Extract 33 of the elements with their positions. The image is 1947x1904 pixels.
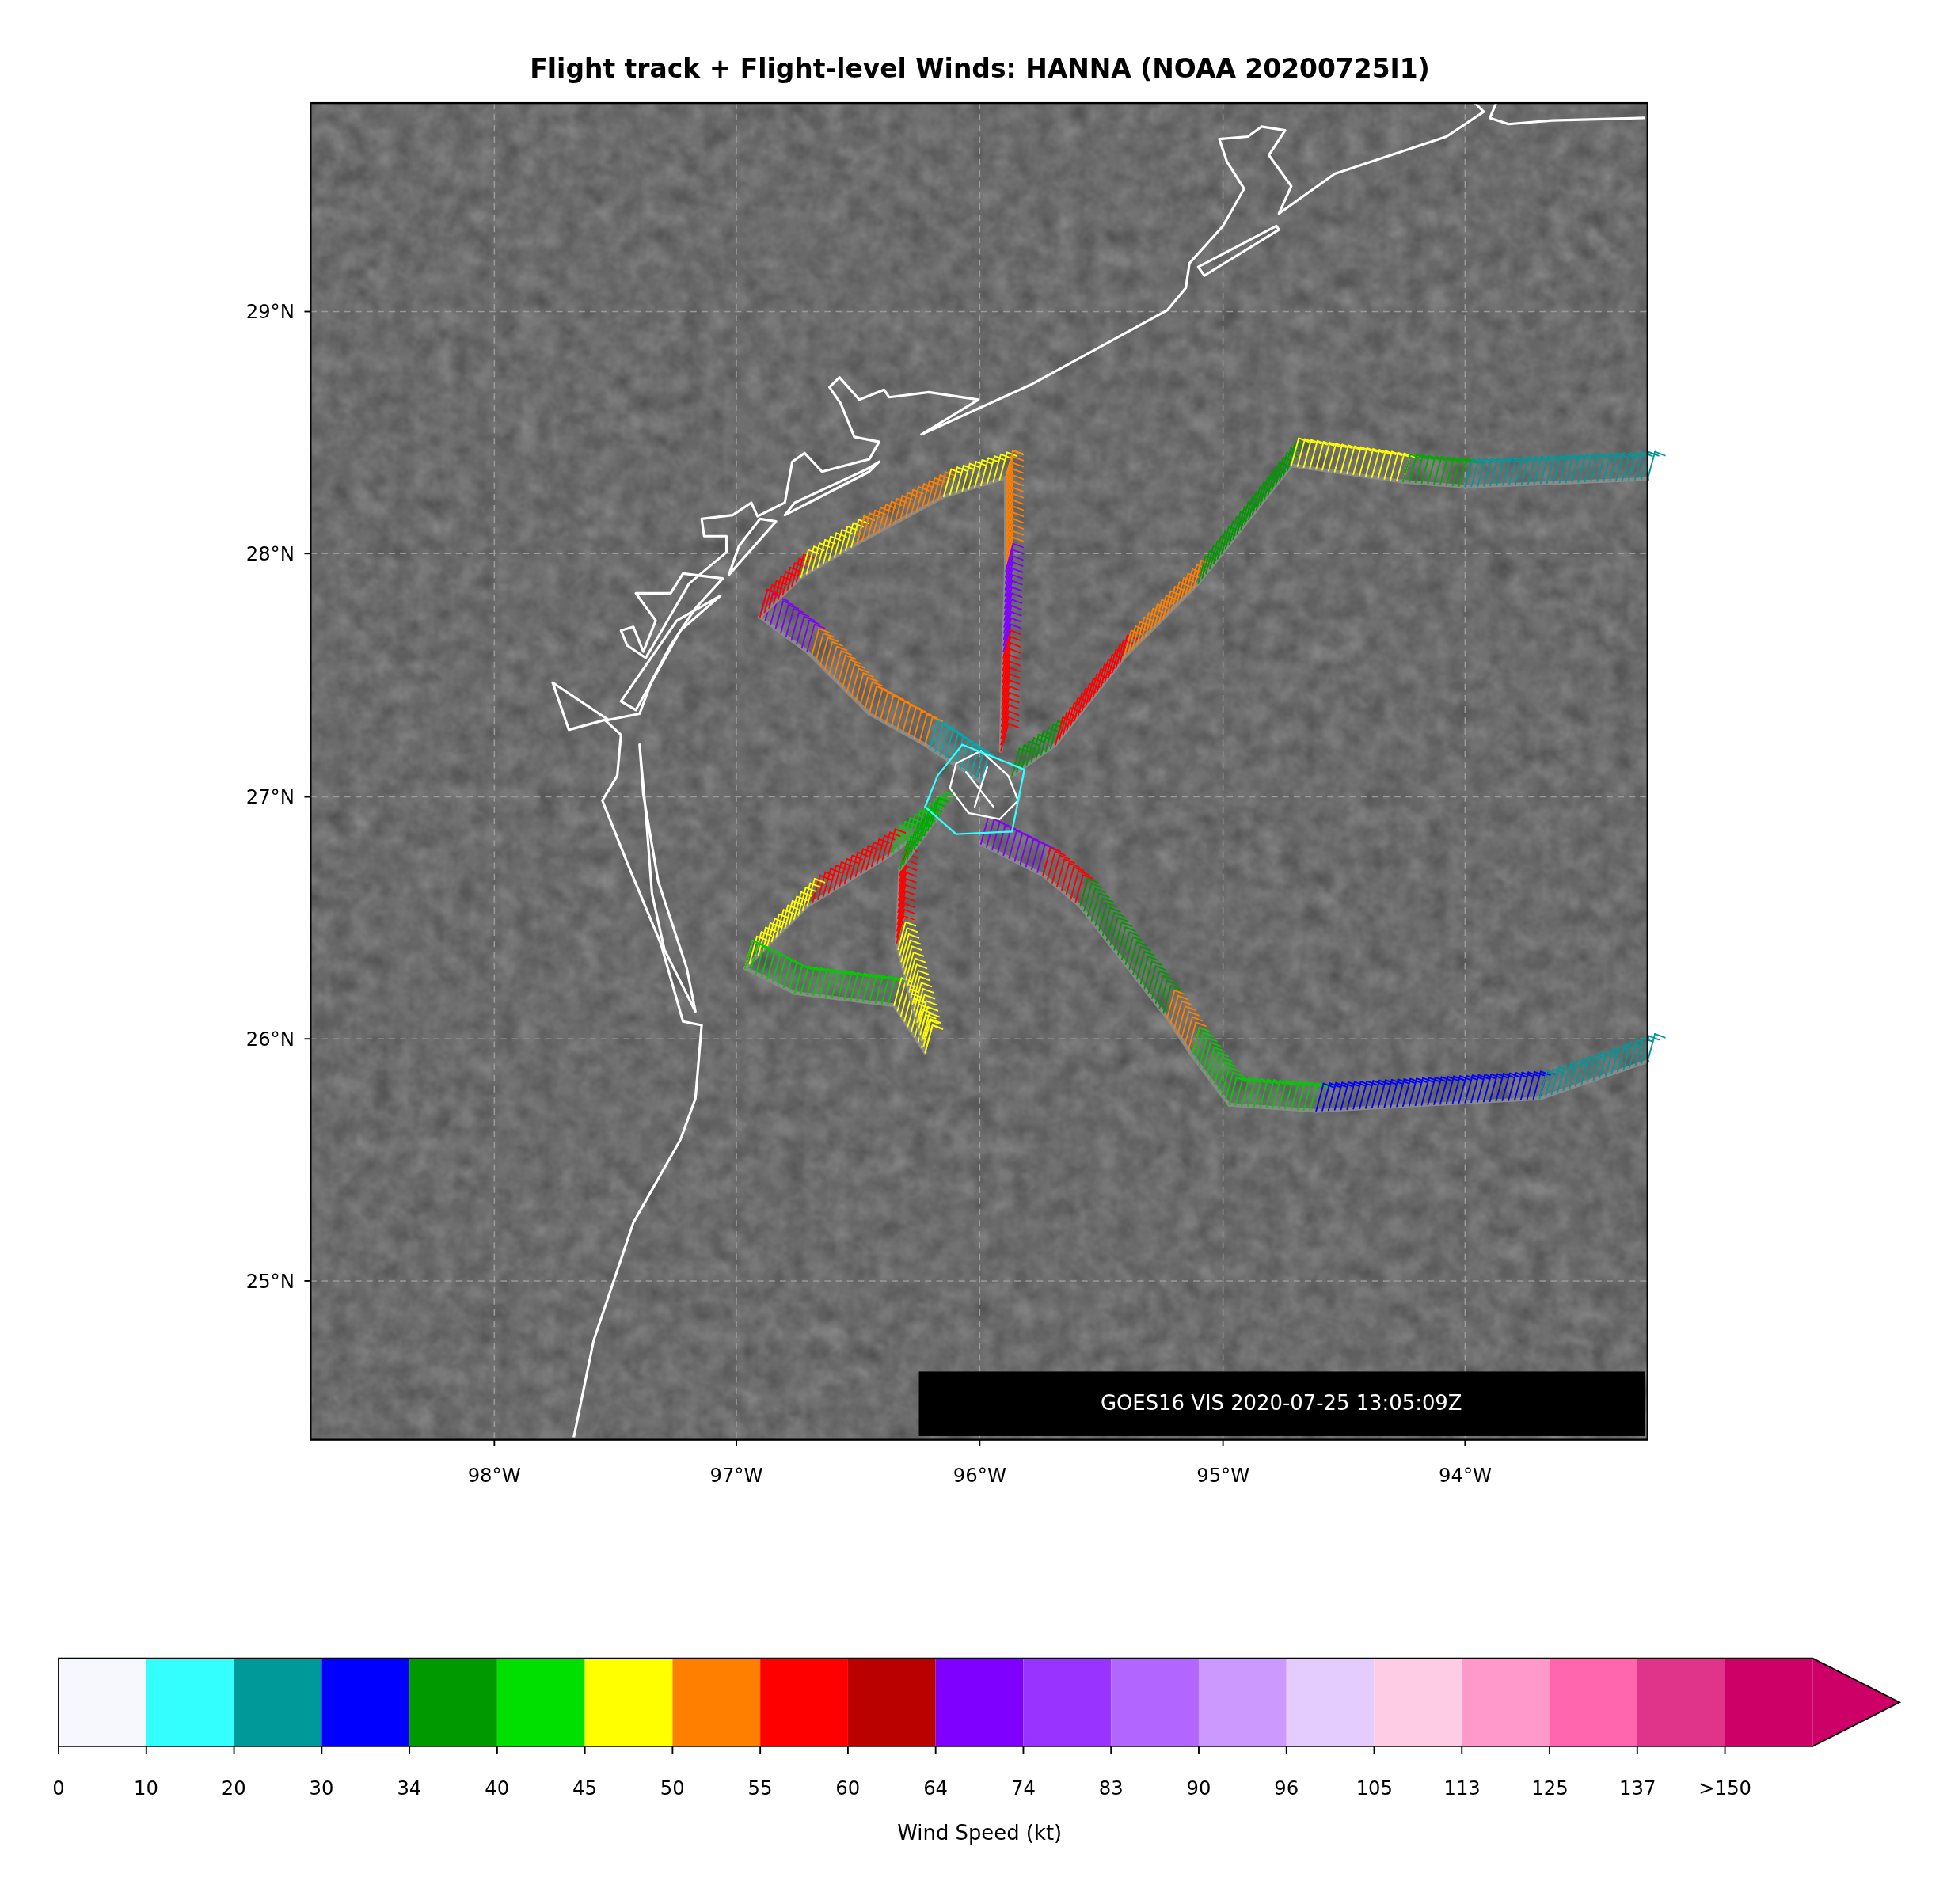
colorbar-tick-label: 125	[1531, 1776, 1569, 1799]
colorbar-tick-label: 40	[485, 1776, 510, 1799]
colorbar-tick-label: 105	[1356, 1776, 1394, 1799]
latitude-label: 27°N	[245, 785, 295, 809]
colorbar-tick-label: >150	[1698, 1776, 1752, 1799]
colorbar-tick-label: 20	[221, 1776, 246, 1799]
colorbar-tick-label: 74	[1010, 1776, 1036, 1799]
longitude-label: 97°W	[709, 1463, 763, 1487]
latitude-label: 28°N	[245, 542, 295, 565]
colorbar-tick-label: 30	[309, 1776, 334, 1799]
colorbar-tick-label: 0	[52, 1776, 65, 1799]
colorbar-tick-label: 83	[1098, 1776, 1124, 1799]
longitude-label: 98°W	[467, 1463, 521, 1487]
colorbar-tick-label: 34	[397, 1776, 422, 1799]
colorbar-tick-label: 45	[572, 1776, 597, 1799]
chart-title: Flight track + Flight-level Winds: HANNA (NOAA 20200725I1)	[530, 52, 1430, 84]
colorbar-tick-label: 96	[1274, 1776, 1299, 1799]
longitude-label: 96°W	[953, 1463, 1006, 1487]
longitude-label: 94°W	[1439, 1463, 1493, 1487]
colorbar-tick-label: 50	[660, 1776, 685, 1799]
colorbar-tick-label: 137	[1619, 1776, 1656, 1799]
colorbar-title: Wind Speed (kt)	[897, 1820, 1063, 1845]
colorbar-tick-label: 113	[1443, 1776, 1481, 1799]
latitude-label: 25°N	[245, 1269, 295, 1293]
colorbar-tick-label: 60	[835, 1776, 861, 1799]
latitude-label: 26°N	[245, 1028, 295, 1051]
colorbar-tick-label: 10	[134, 1776, 158, 1799]
colorbar-tick-label: 55	[747, 1776, 773, 1799]
colorbar-tick-label: 64	[923, 1776, 949, 1799]
latitude-label: 29°N	[245, 300, 295, 324]
longitude-label: 95°W	[1196, 1463, 1250, 1487]
colorbar-tick-label: 90	[1186, 1776, 1211, 1799]
image-timestamp: GOES16 VIS 2020-07-25 13:05:09Z	[1100, 1391, 1462, 1416]
